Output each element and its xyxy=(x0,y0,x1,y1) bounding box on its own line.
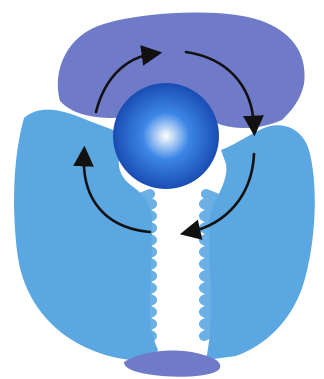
central-sphere xyxy=(114,84,218,188)
jagged-right-edge xyxy=(204,194,216,336)
jagged-left-edge xyxy=(140,194,152,336)
